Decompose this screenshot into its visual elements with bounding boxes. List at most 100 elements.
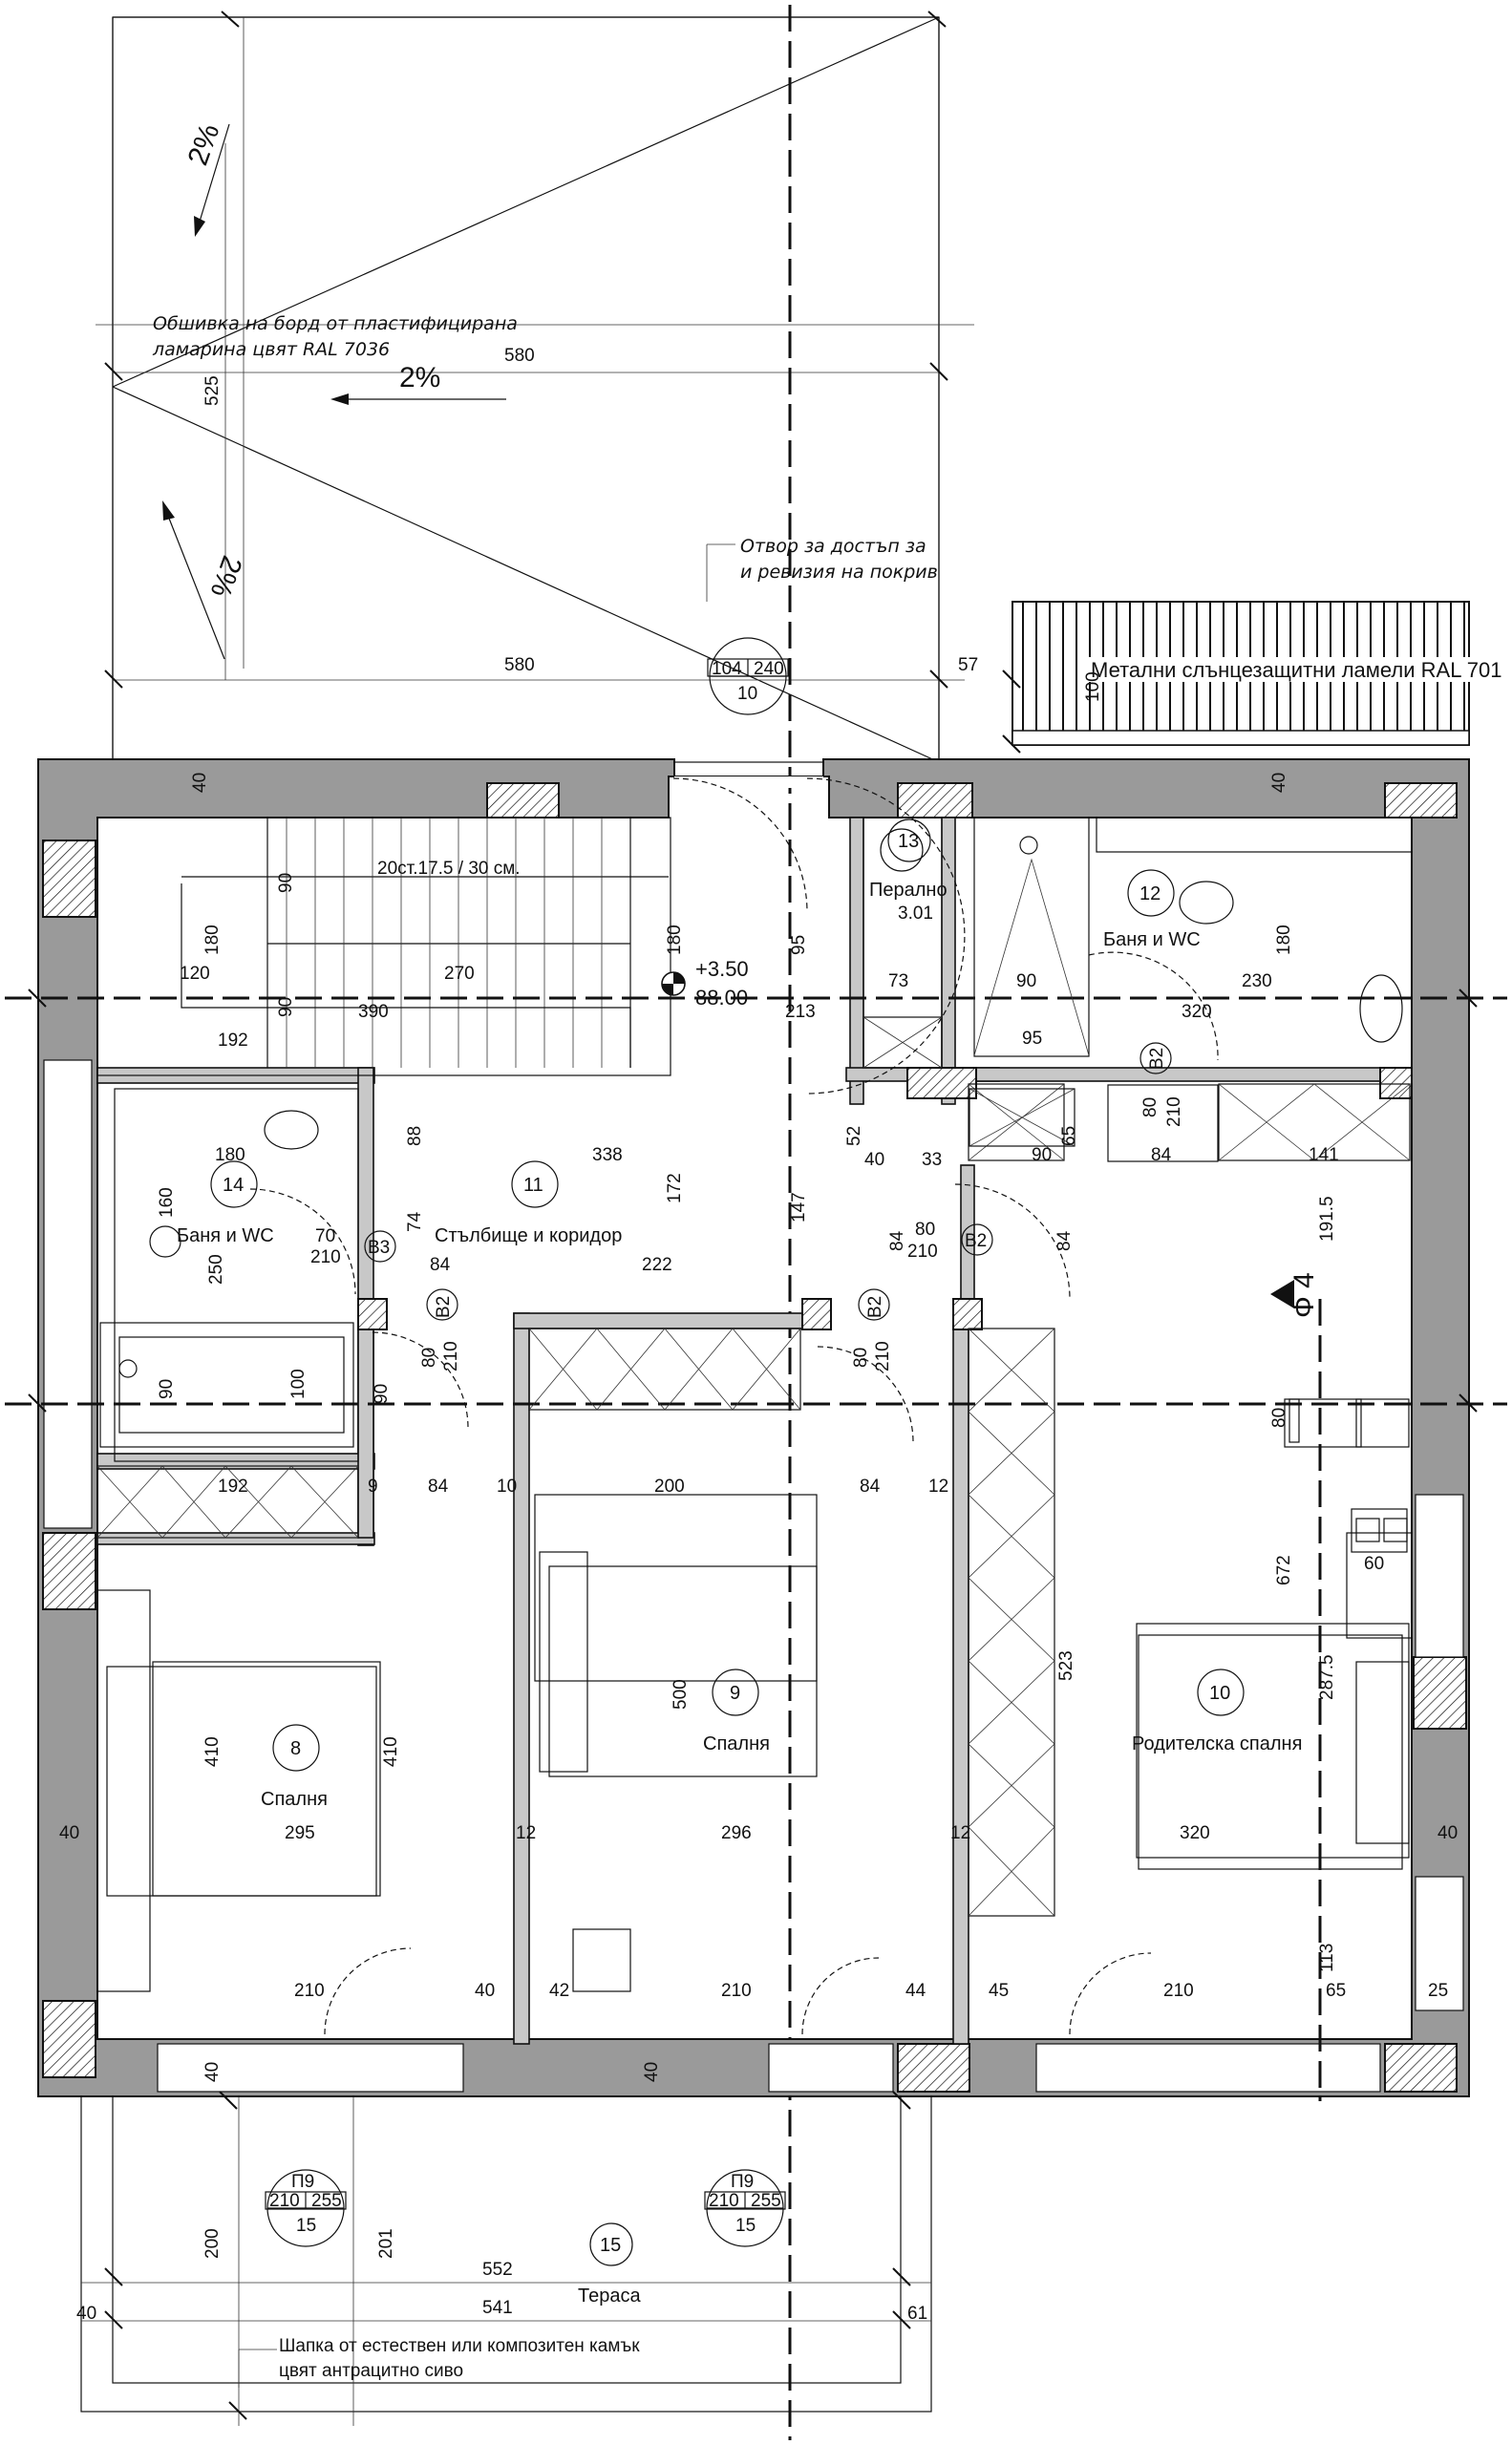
dim-33: 33 bbox=[922, 1150, 942, 1170]
terrace-dim-61: 61 bbox=[907, 2304, 927, 2324]
dim-40-right: 40 bbox=[1437, 1823, 1458, 1843]
dim-180-bath: 180 bbox=[1274, 925, 1294, 955]
terrace-note-line-2: цвят антрацитно сиво bbox=[279, 2361, 463, 2381]
dim-60: 60 bbox=[1364, 1554, 1384, 1574]
dim-40-lau: 40 bbox=[864, 1150, 884, 1170]
room-no-9: 9 bbox=[730, 1683, 740, 1704]
room-name-14: Баня и WC bbox=[177, 1225, 274, 1246]
access-note-line-2: и ревизия на покрив bbox=[740, 562, 938, 583]
roof-area: 2% 2% 2% Обшивка на борд от пластифицира… bbox=[96, 16, 978, 763]
roof-dim-right: 57 bbox=[958, 655, 978, 675]
p9-left-h: 255 bbox=[311, 2191, 342, 2211]
dim-210-9: 210 bbox=[721, 1981, 752, 2001]
dim-500: 500 bbox=[671, 1679, 691, 1710]
section-label: Ф 4 bbox=[1288, 1272, 1320, 1318]
bathroom-14-fixtures bbox=[99, 1088, 359, 1462]
dim-40-left: 40 bbox=[59, 1823, 79, 1843]
p9-left-sill: 15 bbox=[296, 2216, 316, 2236]
terrace-dim-40: 40 bbox=[76, 2304, 96, 2324]
room-no-10: 10 bbox=[1209, 1683, 1230, 1704]
door-h-210-14: 210 bbox=[310, 1247, 341, 1267]
dim-338: 338 bbox=[592, 1145, 623, 1165]
roof-note-line-2: ламарина цвят RAL 7036 bbox=[152, 339, 390, 360]
dim-287: 287.5 bbox=[1317, 1654, 1337, 1700]
access-note-line-1: Отвор за достъп за bbox=[740, 536, 926, 557]
room-name-15: Тераса bbox=[578, 2286, 641, 2307]
dim-12-a: 12 bbox=[928, 1477, 948, 1497]
p9-left-name: П9 bbox=[291, 2172, 314, 2192]
dim-40-top-left: 40 bbox=[190, 773, 210, 793]
dim-160: 160 bbox=[157, 1187, 177, 1218]
dim-141: 141 bbox=[1309, 1145, 1339, 1165]
p9-left-w: 210 bbox=[269, 2191, 300, 2211]
dim-410-a: 410 bbox=[202, 1736, 223, 1767]
dim-200: 200 bbox=[654, 1477, 685, 1497]
dim-73: 73 bbox=[888, 971, 908, 991]
room-labels: 11 Стълбище и коридор 12 Баня и WC 13 Пе… bbox=[177, 819, 1302, 1810]
dim-295: 295 bbox=[285, 1823, 315, 1843]
roof-width-top: 580 bbox=[504, 346, 535, 366]
dim-84-9: 84 bbox=[860, 1477, 881, 1497]
level-top: +3.50 bbox=[695, 957, 749, 981]
dim-320-bath: 320 bbox=[1182, 1002, 1212, 1022]
roof-slope-2: 2% bbox=[399, 362, 440, 393]
dim-270: 270 bbox=[444, 964, 475, 984]
dim-90-bath: 90 bbox=[1016, 971, 1036, 991]
dim-192-bottom: 192 bbox=[218, 1477, 248, 1497]
room-name-10: Родителска спалня bbox=[1132, 1733, 1302, 1754]
door-w-80-12: 80 bbox=[1140, 1097, 1161, 1117]
dim-90-stair: 90 bbox=[276, 873, 296, 893]
room-no-13: 13 bbox=[898, 831, 919, 852]
window-tag-p9-right: П9 210 255 15 bbox=[704, 2169, 786, 2247]
room-no-12: 12 bbox=[1139, 883, 1161, 904]
dim-191: 191.5 bbox=[1317, 1196, 1337, 1242]
bathroom-12-fixtures bbox=[973, 817, 1413, 1162]
terrace-dim-552: 552 bbox=[482, 2260, 513, 2280]
room-no-15: 15 bbox=[600, 2235, 621, 2256]
dim-40-top-right: 40 bbox=[1269, 773, 1289, 793]
staircase: 20ст.17.5 / 30 см. +3.50 88.00 bbox=[96, 817, 749, 1076]
opening-tag-w: 104 bbox=[712, 659, 742, 679]
dim-90-stair-2: 90 bbox=[276, 997, 296, 1017]
dimensions: 40 40 120 270 180 90 90 192 390 213 180 … bbox=[59, 773, 1458, 2082]
roof-slope-1: 2% bbox=[182, 119, 226, 169]
dim-84-b: 84 bbox=[887, 1230, 907, 1251]
door-w-80-8: 80 bbox=[419, 1348, 439, 1368]
dim-25: 25 bbox=[1428, 1981, 1448, 2001]
bed-room-8 bbox=[96, 1589, 381, 1992]
dim-213: 213 bbox=[785, 1002, 816, 1022]
dim-52: 52 bbox=[844, 1126, 864, 1146]
room-area-13: 3.01 bbox=[898, 904, 933, 924]
dimension-ticks bbox=[28, 11, 1478, 2420]
level-marker: +3.50 88.00 bbox=[661, 957, 749, 1010]
opening-tag-n: 10 bbox=[737, 684, 757, 704]
dim-90-hall: 90 bbox=[1032, 1145, 1052, 1165]
dim-320-bed: 320 bbox=[1180, 1823, 1210, 1843]
dim-84-8: 84 bbox=[428, 1477, 449, 1497]
dim-296: 296 bbox=[721, 1823, 752, 1843]
dim-84-hall: 84 bbox=[1151, 1145, 1172, 1165]
wall-openings bbox=[42, 782, 1467, 2093]
dim-180-door: 180 bbox=[665, 925, 685, 955]
door-h-210-9: 210 bbox=[873, 1341, 893, 1371]
dim-90-bath14: 90 bbox=[157, 1379, 177, 1399]
dim-410-b: 410 bbox=[381, 1736, 401, 1767]
louvers-label: Метални слънцезащитни ламели RAL 701 bbox=[1091, 658, 1501, 682]
door-w-80-9: 80 bbox=[851, 1348, 871, 1368]
dim-40-bot-b: 40 bbox=[642, 2062, 662, 2082]
dim-180-stair: 180 bbox=[202, 925, 223, 955]
dim-12-c: 12 bbox=[950, 1823, 970, 1843]
room-name-11: Стълбище и коридор bbox=[435, 1225, 622, 1246]
dim-90-door8: 90 bbox=[372, 1384, 392, 1404]
dim-147: 147 bbox=[789, 1192, 809, 1222]
dim-42: 42 bbox=[549, 1981, 569, 2001]
dim-40-bot-a: 40 bbox=[202, 2062, 223, 2082]
terrace-note-line-1: Шапка от естествен или композитен камък bbox=[279, 2336, 640, 2356]
room-name-8: Спалня bbox=[261, 1789, 328, 1810]
door-tags: B2 B2 B3 B2 B2 70 210 80 210 80 210 80 2… bbox=[310, 1042, 1184, 1371]
stairs-label: 20ст.17.5 / 30 см. bbox=[377, 859, 521, 879]
dim-65-hall: 65 bbox=[1059, 1126, 1079, 1146]
p9-right-name: П9 bbox=[731, 2172, 754, 2192]
door-tag-b2-9: B2 bbox=[865, 1296, 885, 1318]
dim-84-a: 84 bbox=[430, 1255, 451, 1275]
